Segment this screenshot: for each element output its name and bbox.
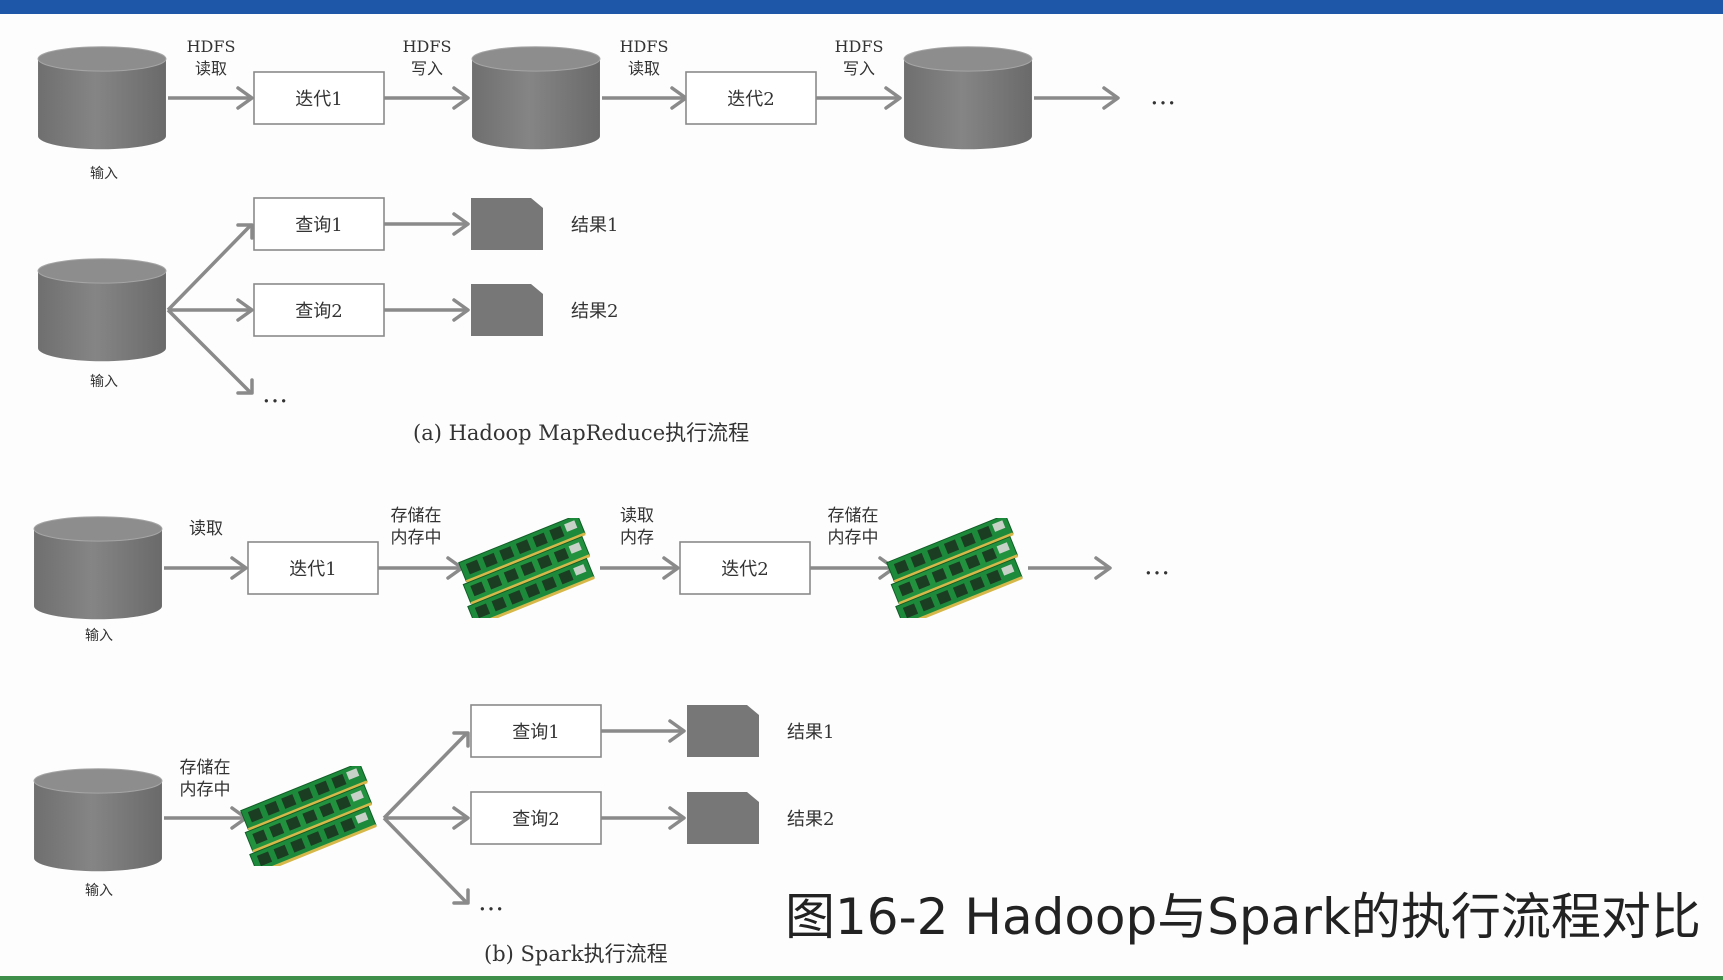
spark-store-label-line2: 内存中 bbox=[180, 780, 231, 800]
mr-edge2-label-line1: HDFS bbox=[403, 37, 452, 56]
mr-hdfs-disk-icon bbox=[903, 46, 1033, 150]
arrowhead-icon bbox=[884, 86, 902, 110]
spark-edge3-label-line2: 内存 bbox=[620, 528, 654, 548]
spark-caption: (b) Spark执行流程 bbox=[484, 942, 668, 966]
spark-memory-ram-icon bbox=[884, 518, 1031, 618]
arrowhead-icon bbox=[236, 86, 254, 110]
arrowhead-icon bbox=[452, 86, 470, 110]
spark-iter1-label: 迭代1 bbox=[289, 559, 336, 580]
arrowhead-icon bbox=[452, 806, 470, 830]
spark-memory-ram-icon bbox=[238, 766, 385, 866]
arrowhead-icon bbox=[1102, 86, 1120, 110]
mr-edge3-label-line2: 读取 bbox=[628, 59, 660, 78]
mr-edge2-label-line2: 写入 bbox=[411, 59, 443, 78]
mr-caption: (a) Hadoop MapReduce执行流程 bbox=[413, 421, 749, 445]
spark-query-ellipsis: … bbox=[478, 887, 504, 917]
arrowhead-icon bbox=[236, 298, 254, 322]
arrowhead-icon bbox=[662, 556, 680, 580]
mr-query1-label: 查询1 bbox=[295, 215, 342, 236]
mr-iter-ellipsis: … bbox=[1150, 81, 1176, 111]
spark-edge1-label: 读取 bbox=[189, 519, 223, 539]
spark-iter2-label: 迭代2 bbox=[721, 559, 768, 580]
mr-input-label: 输入 bbox=[90, 166, 118, 182]
mr-query-row: 输入 … 查询1 查询2 结果1 结果2 bbox=[37, 197, 618, 409]
spark-edge-to-more bbox=[382, 816, 468, 904]
arrowhead-icon bbox=[236, 223, 254, 240]
spark-edge-to-query1 bbox=[382, 732, 468, 820]
spark-query1-label: 查询1 bbox=[512, 722, 559, 743]
spark-iter-ellipsis: … bbox=[1144, 551, 1170, 581]
spark-store-label-line1: 存储在 bbox=[180, 758, 231, 778]
arrowhead-icon bbox=[452, 888, 470, 905]
mr-query-input-label: 输入 bbox=[90, 374, 118, 390]
arrowhead-icon bbox=[236, 378, 254, 395]
top-color-bar bbox=[0, 0, 1723, 14]
bottom-color-bar bbox=[0, 976, 1723, 980]
arrowhead-icon bbox=[1094, 556, 1112, 580]
mr-hdfs-disk-icon bbox=[471, 46, 601, 150]
mr-iter-row: 输入 HDFS 读取 迭代1 HDFS 写入 HDFS 读取 迭代2 HDFS … bbox=[37, 37, 1176, 182]
arrowhead-icon bbox=[452, 212, 470, 236]
mr-iter1-label: 迭代1 bbox=[295, 89, 342, 110]
arrowhead-icon bbox=[668, 806, 686, 830]
spark-edge2-label-line2: 内存中 bbox=[391, 528, 442, 548]
mr-result2-label: 结果2 bbox=[571, 301, 618, 322]
mr-iter2-box: 迭代2 bbox=[685, 71, 817, 125]
mr-input-disk-icon bbox=[37, 46, 167, 150]
mr-iter2-label: 迭代2 bbox=[727, 89, 774, 110]
mr-edge4-label-line1: HDFS bbox=[835, 37, 884, 56]
spark-result1-document-icon bbox=[687, 705, 759, 757]
spark-edge3-label-line1: 读取 bbox=[620, 506, 654, 526]
spark-query1-box: 查询1 bbox=[470, 704, 602, 758]
mr-iter1-box: 迭代1 bbox=[253, 71, 385, 125]
mr-result1-document-icon bbox=[471, 198, 543, 250]
mr-edge4-label-line2: 写入 bbox=[843, 59, 875, 78]
spark-edge4-label-line2: 内存中 bbox=[828, 528, 879, 548]
spark-iter2-box: 迭代2 bbox=[679, 541, 811, 595]
spark-query-input-label: 输入 bbox=[85, 883, 113, 899]
mr-query2-box: 查询2 bbox=[253, 283, 385, 337]
mr-edge-to-query1 bbox=[166, 224, 252, 312]
mr-edge1-label-line1: HDFS bbox=[187, 37, 236, 56]
spark-iter1-box: 迭代1 bbox=[247, 541, 379, 595]
arrowhead-icon bbox=[452, 731, 470, 748]
spark-memory-ram-icon bbox=[456, 518, 603, 618]
mr-edge-to-more bbox=[166, 308, 252, 394]
spark-result2-label: 结果2 bbox=[787, 809, 834, 830]
spark-input-disk-icon bbox=[33, 516, 163, 620]
mr-query1-box: 查询1 bbox=[253, 197, 385, 251]
mr-input-disk-icon bbox=[37, 258, 167, 362]
figure-title: 图16-2 Hadoop与Spark的执行流程对比 bbox=[785, 888, 1701, 946]
spark-result1-label: 结果1 bbox=[787, 722, 834, 743]
mr-result1-label: 结果1 bbox=[571, 215, 618, 236]
arrowhead-icon bbox=[230, 556, 248, 580]
mr-query2-label: 查询2 bbox=[295, 301, 342, 322]
mr-result2-document-icon bbox=[471, 284, 543, 336]
arrowhead-icon bbox=[452, 298, 470, 322]
spark-edge2-label-line1: 存储在 bbox=[391, 506, 442, 526]
spark-query2-box: 查询2 bbox=[470, 791, 602, 845]
spark-result2-document-icon bbox=[687, 792, 759, 844]
mr-query-ellipsis: … bbox=[262, 379, 288, 409]
mr-edge3-label-line1: HDFS bbox=[620, 37, 669, 56]
spark-query2-label: 查询2 bbox=[512, 809, 559, 830]
spark-input-disk-icon bbox=[33, 768, 163, 872]
spark-iter-row: 输入 读取 迭代1 存储在 内存中 读取 内存 迭代2 存储在 内存中 … bbox=[33, 506, 1170, 644]
mr-edge1-label-line2: 读取 bbox=[195, 59, 227, 78]
spark-query-row: 输入 存储在 内存中 … 查询1 查询2 结果1 结果2 bbox=[33, 704, 834, 917]
spark-edge4-label-line1: 存储在 bbox=[828, 506, 879, 526]
arrowhead-icon bbox=[668, 719, 686, 743]
spark-input-label: 输入 bbox=[85, 628, 113, 644]
